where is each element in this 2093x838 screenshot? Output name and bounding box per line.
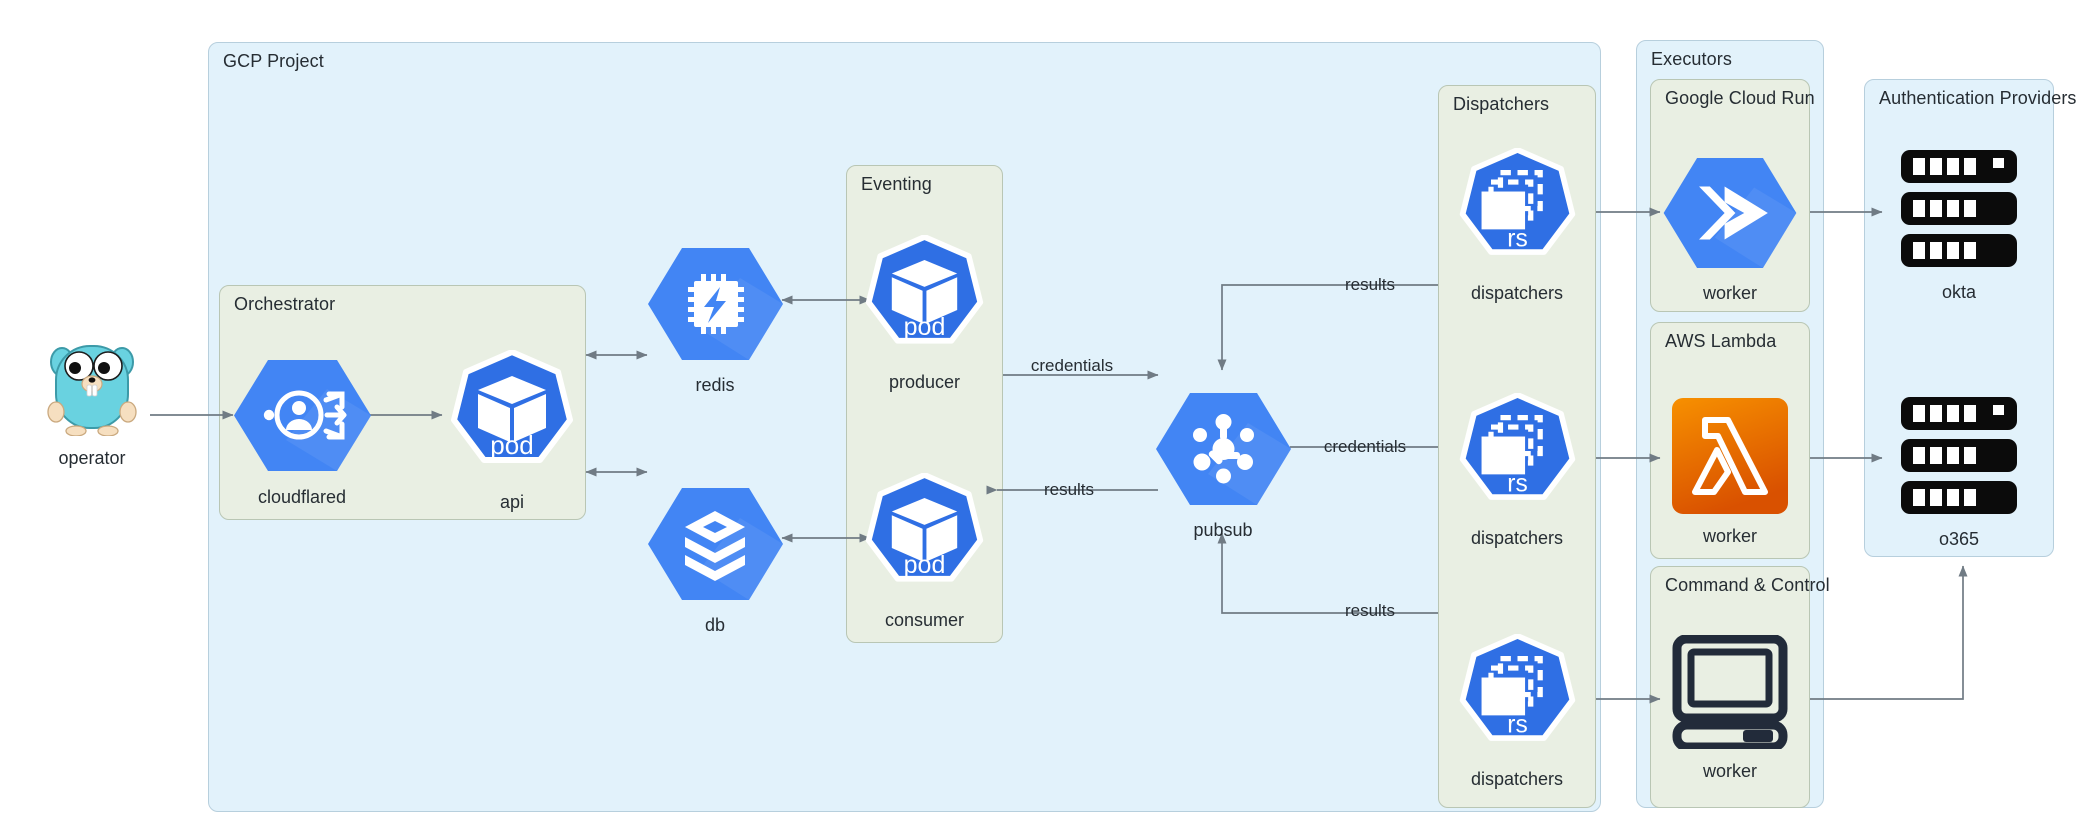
group-orchestrator-label: Orchestrator (234, 294, 336, 314)
edge-label-results-consumer: results (1043, 480, 1095, 499)
group-command-and-control-label: Command & Control (1665, 575, 1830, 595)
kubernetes-pod-icon: pod (446, 349, 578, 485)
kubernetes-replicaset-icon: rs (1455, 147, 1580, 276)
node-okta-caption: okta (1941, 282, 1977, 302)
node-db-caption: db (704, 615, 726, 635)
node-db[interactable]: db (647, 485, 783, 636)
server-rack-icon (1897, 148, 2021, 275)
group-auth-providers-label: Authentication Providers (1879, 88, 2077, 108)
kubernetes-pod-icon: pod (861, 234, 988, 365)
group-eventing-label: Eventing (861, 174, 932, 194)
node-worker-cloudrun[interactable]: worker (1655, 155, 1805, 304)
desktop-computer-icon (1667, 634, 1793, 754)
node-producer-caption: producer (888, 372, 961, 392)
node-consumer[interactable]: pod consumer (858, 472, 991, 631)
node-operator-caption: operator (58, 448, 126, 468)
kubernetes-pod-badge: pod (904, 313, 946, 341)
node-pubsub[interactable]: pubsub (1155, 390, 1291, 541)
aws-lambda-icon (1672, 398, 1788, 519)
group-gcp-project-label: GCP Project (223, 51, 324, 71)
node-o365-caption: o365 (1938, 529, 1980, 549)
edge-label-results-top: results (1344, 275, 1396, 294)
server-rack-icon (1897, 395, 2021, 522)
node-api[interactable]: pod api (442, 349, 582, 513)
node-dispatchers-2-caption: dispatchers (1470, 528, 1564, 548)
group-aws-lambda-label: AWS Lambda (1665, 331, 1777, 351)
node-cloudflared[interactable]: cloudflared (233, 356, 371, 508)
group-google-cloud-run-label: Google Cloud Run (1665, 88, 1815, 108)
node-o365[interactable]: o365 (1894, 395, 2024, 550)
kubernetes-replicaset-icon: rs (1455, 633, 1580, 762)
identity-aware-proxy-icon (233, 356, 371, 480)
kubernetes-replicaset-icon: rs (1455, 392, 1580, 521)
node-redis[interactable]: redis (647, 245, 783, 396)
kubernetes-replicaset-badge: rs (1507, 470, 1527, 497)
node-consumer-caption: consumer (884, 610, 965, 630)
edge-label-results-bottom: results (1344, 601, 1396, 620)
node-okta[interactable]: okta (1894, 148, 2024, 303)
node-worker-cloudrun-caption: worker (1702, 283, 1757, 303)
node-dispatchers-3[interactable]: rs dispatchers (1452, 633, 1582, 790)
pubsub-icon (1155, 390, 1291, 513)
go-gopher-icon (46, 332, 138, 441)
kubernetes-replicaset-badge: rs (1507, 225, 1527, 252)
node-cloudflared-caption: cloudflared (257, 487, 347, 507)
node-pubsub-caption: pubsub (1193, 520, 1253, 540)
node-api-caption: api (499, 492, 525, 512)
node-worker-c2[interactable]: worker (1660, 634, 1800, 782)
node-producer[interactable]: pod producer (858, 234, 991, 393)
memorystore-chip-icon (647, 245, 783, 368)
kubernetes-pod-badge: pod (904, 551, 946, 579)
edge-label-credentials-producer: credentials (1030, 356, 1114, 375)
kubernetes-pod-badge: pod (490, 430, 533, 460)
node-worker-lambda-caption: worker (1702, 526, 1757, 546)
node-dispatchers-3-caption: dispatchers (1470, 769, 1564, 789)
kubernetes-replicaset-badge: rs (1507, 711, 1527, 738)
group-dispatchers-label: Dispatchers (1453, 94, 1550, 114)
node-worker-c2-caption: worker (1702, 761, 1757, 781)
kubernetes-pod-icon: pod (861, 472, 988, 603)
node-dispatchers-2[interactable]: rs dispatchers (1452, 392, 1582, 549)
cloud-run-icon (1663, 155, 1797, 276)
database-stack-icon (647, 485, 783, 608)
node-worker-lambda[interactable]: worker (1664, 398, 1796, 547)
group-executors-label: Executors (1651, 49, 1732, 69)
edge-label-credentials-dispatchers: credentials (1323, 437, 1407, 456)
node-operator[interactable]: operator (32, 332, 152, 469)
node-redis-caption: redis (695, 375, 735, 395)
node-dispatchers-1[interactable]: rs dispatchers (1452, 147, 1582, 304)
node-dispatchers-1-caption: dispatchers (1470, 283, 1564, 303)
